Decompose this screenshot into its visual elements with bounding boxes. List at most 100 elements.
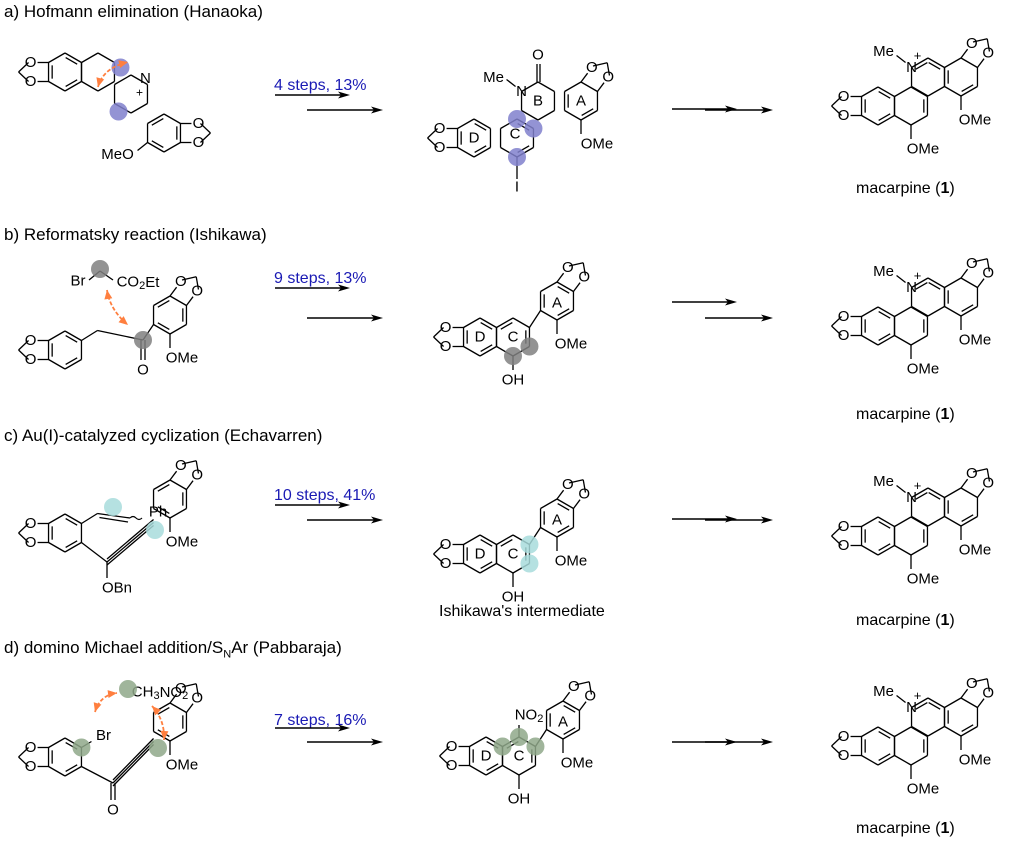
- bond: [169, 693, 178, 704]
- ring-bond: [556, 309, 574, 321]
- ring-bond: [169, 702, 187, 714]
- ring-bond: [463, 345, 481, 357]
- ring-bond: [960, 57, 978, 69]
- bond: [195, 276, 200, 290]
- methoxy-label: OMe: [555, 336, 588, 353]
- arrow-head: [371, 106, 383, 114]
- bond: [976, 278, 985, 288]
- reaction-arrow-c-1: [275, 501, 350, 509]
- ring-label-a: A: [576, 93, 586, 110]
- arrow-head: [338, 724, 350, 732]
- bond: [972, 38, 988, 43]
- methoxy-label: OMe: [581, 136, 614, 153]
- ring-bond: [944, 57, 962, 69]
- double-bond-inner: [65, 764, 78, 773]
- ring-label-d: D: [481, 748, 492, 765]
- panel-a-title: a) Hofmann elimination (Hanaoka): [4, 2, 263, 21]
- methyl-label: Me: [873, 683, 894, 700]
- ring-bond: [64, 513, 82, 525]
- ring-bond: [960, 697, 978, 709]
- double-bond-inner: [878, 730, 891, 739]
- ring-bond: [48, 513, 66, 525]
- bond: [18, 349, 29, 360]
- double-bond-inner: [878, 113, 891, 122]
- ring-bond: [861, 544, 879, 556]
- product-arrow-a-1: [672, 105, 737, 113]
- ring-bond: [521, 81, 539, 93]
- product-arrow-a-2: [705, 106, 773, 114]
- orange-arrow-head: [118, 316, 128, 325]
- double-bond-inner: [557, 285, 570, 294]
- highlight-dot: [520, 554, 539, 573]
- ring-bond: [537, 109, 555, 121]
- ring-bond: [927, 487, 945, 499]
- double-bond-inner: [878, 90, 891, 99]
- ring-bond: [564, 109, 582, 121]
- panel-b-conditions: 9 steps, 13%: [274, 270, 367, 287]
- product-number: 1: [940, 820, 950, 837]
- carbonyl-oxygen: O: [107, 802, 119, 819]
- bond: [972, 468, 988, 473]
- bond: [433, 327, 444, 338]
- double-bond-inner: [581, 108, 594, 117]
- arrow-head: [371, 314, 383, 322]
- bond: [195, 683, 200, 697]
- ring-bond: [894, 516, 912, 528]
- oxygen-label: O: [191, 283, 203, 300]
- ring-label-a: A: [552, 512, 562, 529]
- highlight-dot: [508, 110, 526, 128]
- ring-bond: [910, 516, 928, 528]
- reaction-arrow-b-1: [275, 284, 350, 292]
- ring-bond: [502, 764, 520, 776]
- ring-label-a: A: [558, 714, 568, 731]
- product-number: 1: [940, 406, 950, 423]
- bond: [582, 262, 587, 276]
- ring-label-d: D: [469, 130, 480, 147]
- oxygen-label: O: [586, 59, 598, 76]
- product-a-caption: macarpine (1): [856, 180, 955, 197]
- oxygen-label: O: [25, 351, 37, 368]
- ring-bond: [580, 109, 598, 121]
- ring-bond: [469, 764, 487, 776]
- double-bond-inner: [157, 322, 170, 331]
- ring-bond: [64, 330, 82, 342]
- ring-bond: [64, 765, 82, 777]
- double-bond-inner: [65, 79, 78, 88]
- oxygen-label: O: [982, 685, 994, 702]
- highlight-dot: [504, 347, 522, 365]
- methyl-label: Me: [873, 263, 894, 280]
- bond: [18, 62, 29, 73]
- ring-bond: [496, 534, 514, 546]
- ring-bond: [910, 86, 928, 98]
- orange-arrow-head: [93, 702, 102, 712]
- bond: [568, 479, 584, 484]
- orange-arrow-head: [96, 77, 105, 87]
- alkyne-bond: [112, 738, 155, 781]
- ring-bond: [169, 730, 187, 742]
- methoxy-label: OMe: [907, 571, 940, 588]
- panel-d-title: d) domino Michael addition/SNAr (Pabbara…: [4, 638, 342, 660]
- charge-label: +: [914, 268, 922, 283]
- double-bond-inner: [928, 491, 941, 500]
- ring-bond: [463, 534, 481, 546]
- highlight-dot: [72, 738, 91, 757]
- double-bond-inner: [915, 281, 928, 290]
- ring-bond: [944, 305, 962, 317]
- bond: [896, 54, 906, 64]
- ring-bond: [153, 507, 171, 519]
- arrow-head: [371, 738, 383, 746]
- double-bond-inner: [915, 701, 928, 710]
- panel-b-title: b) Reformatsky reaction (Ishikawa): [4, 225, 267, 244]
- bond: [169, 286, 178, 297]
- bond: [831, 325, 842, 336]
- wavy-bond: [129, 515, 143, 521]
- bond: [81, 329, 98, 342]
- ring-bond: [97, 52, 115, 64]
- ring-bond: [910, 726, 928, 738]
- hydroxyl-label: OH: [508, 791, 531, 808]
- bond: [588, 681, 593, 695]
